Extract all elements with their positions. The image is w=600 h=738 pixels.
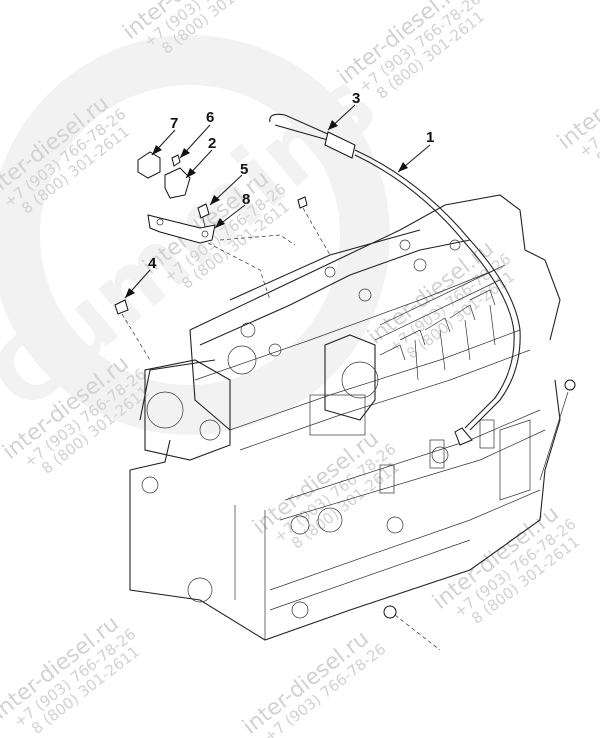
bolt-part xyxy=(297,196,308,209)
part-5-bolt-head xyxy=(197,203,210,219)
callout-3: 3 xyxy=(352,90,360,107)
dipstick-handle xyxy=(269,113,331,136)
part-4-bolt xyxy=(114,299,129,315)
bracket-parts-cluster xyxy=(114,151,331,361)
dipstick-cap xyxy=(324,131,356,159)
dipstick-tube xyxy=(354,149,521,431)
dipstick-tube-inner xyxy=(354,154,515,429)
callout-7: 7 xyxy=(170,115,178,132)
callout-1: 1 xyxy=(426,129,434,146)
part-7-clip xyxy=(137,151,161,179)
callout-5: 5 xyxy=(240,161,248,178)
callout-4: 4 xyxy=(148,255,157,272)
brand-logo-watermark: Cummins xyxy=(0,35,396,435)
watermark-site: inter-diesel.ru xyxy=(238,626,374,738)
callout-8: 8 xyxy=(242,191,250,208)
callout-labels: 1 2 3 4 5 6 7 8 xyxy=(148,90,434,272)
callout-6: 6 xyxy=(206,109,214,126)
callout-leaders xyxy=(124,104,431,299)
part-2-clamp xyxy=(164,167,191,199)
dipstick-blade xyxy=(274,124,329,141)
dipstick-assembly xyxy=(269,113,521,446)
part-6-nut xyxy=(171,154,181,167)
part-8-bracket xyxy=(147,214,216,244)
engine-block-drawing xyxy=(129,194,576,651)
tube-fitting xyxy=(454,427,473,446)
callout-2: 2 xyxy=(208,135,216,152)
